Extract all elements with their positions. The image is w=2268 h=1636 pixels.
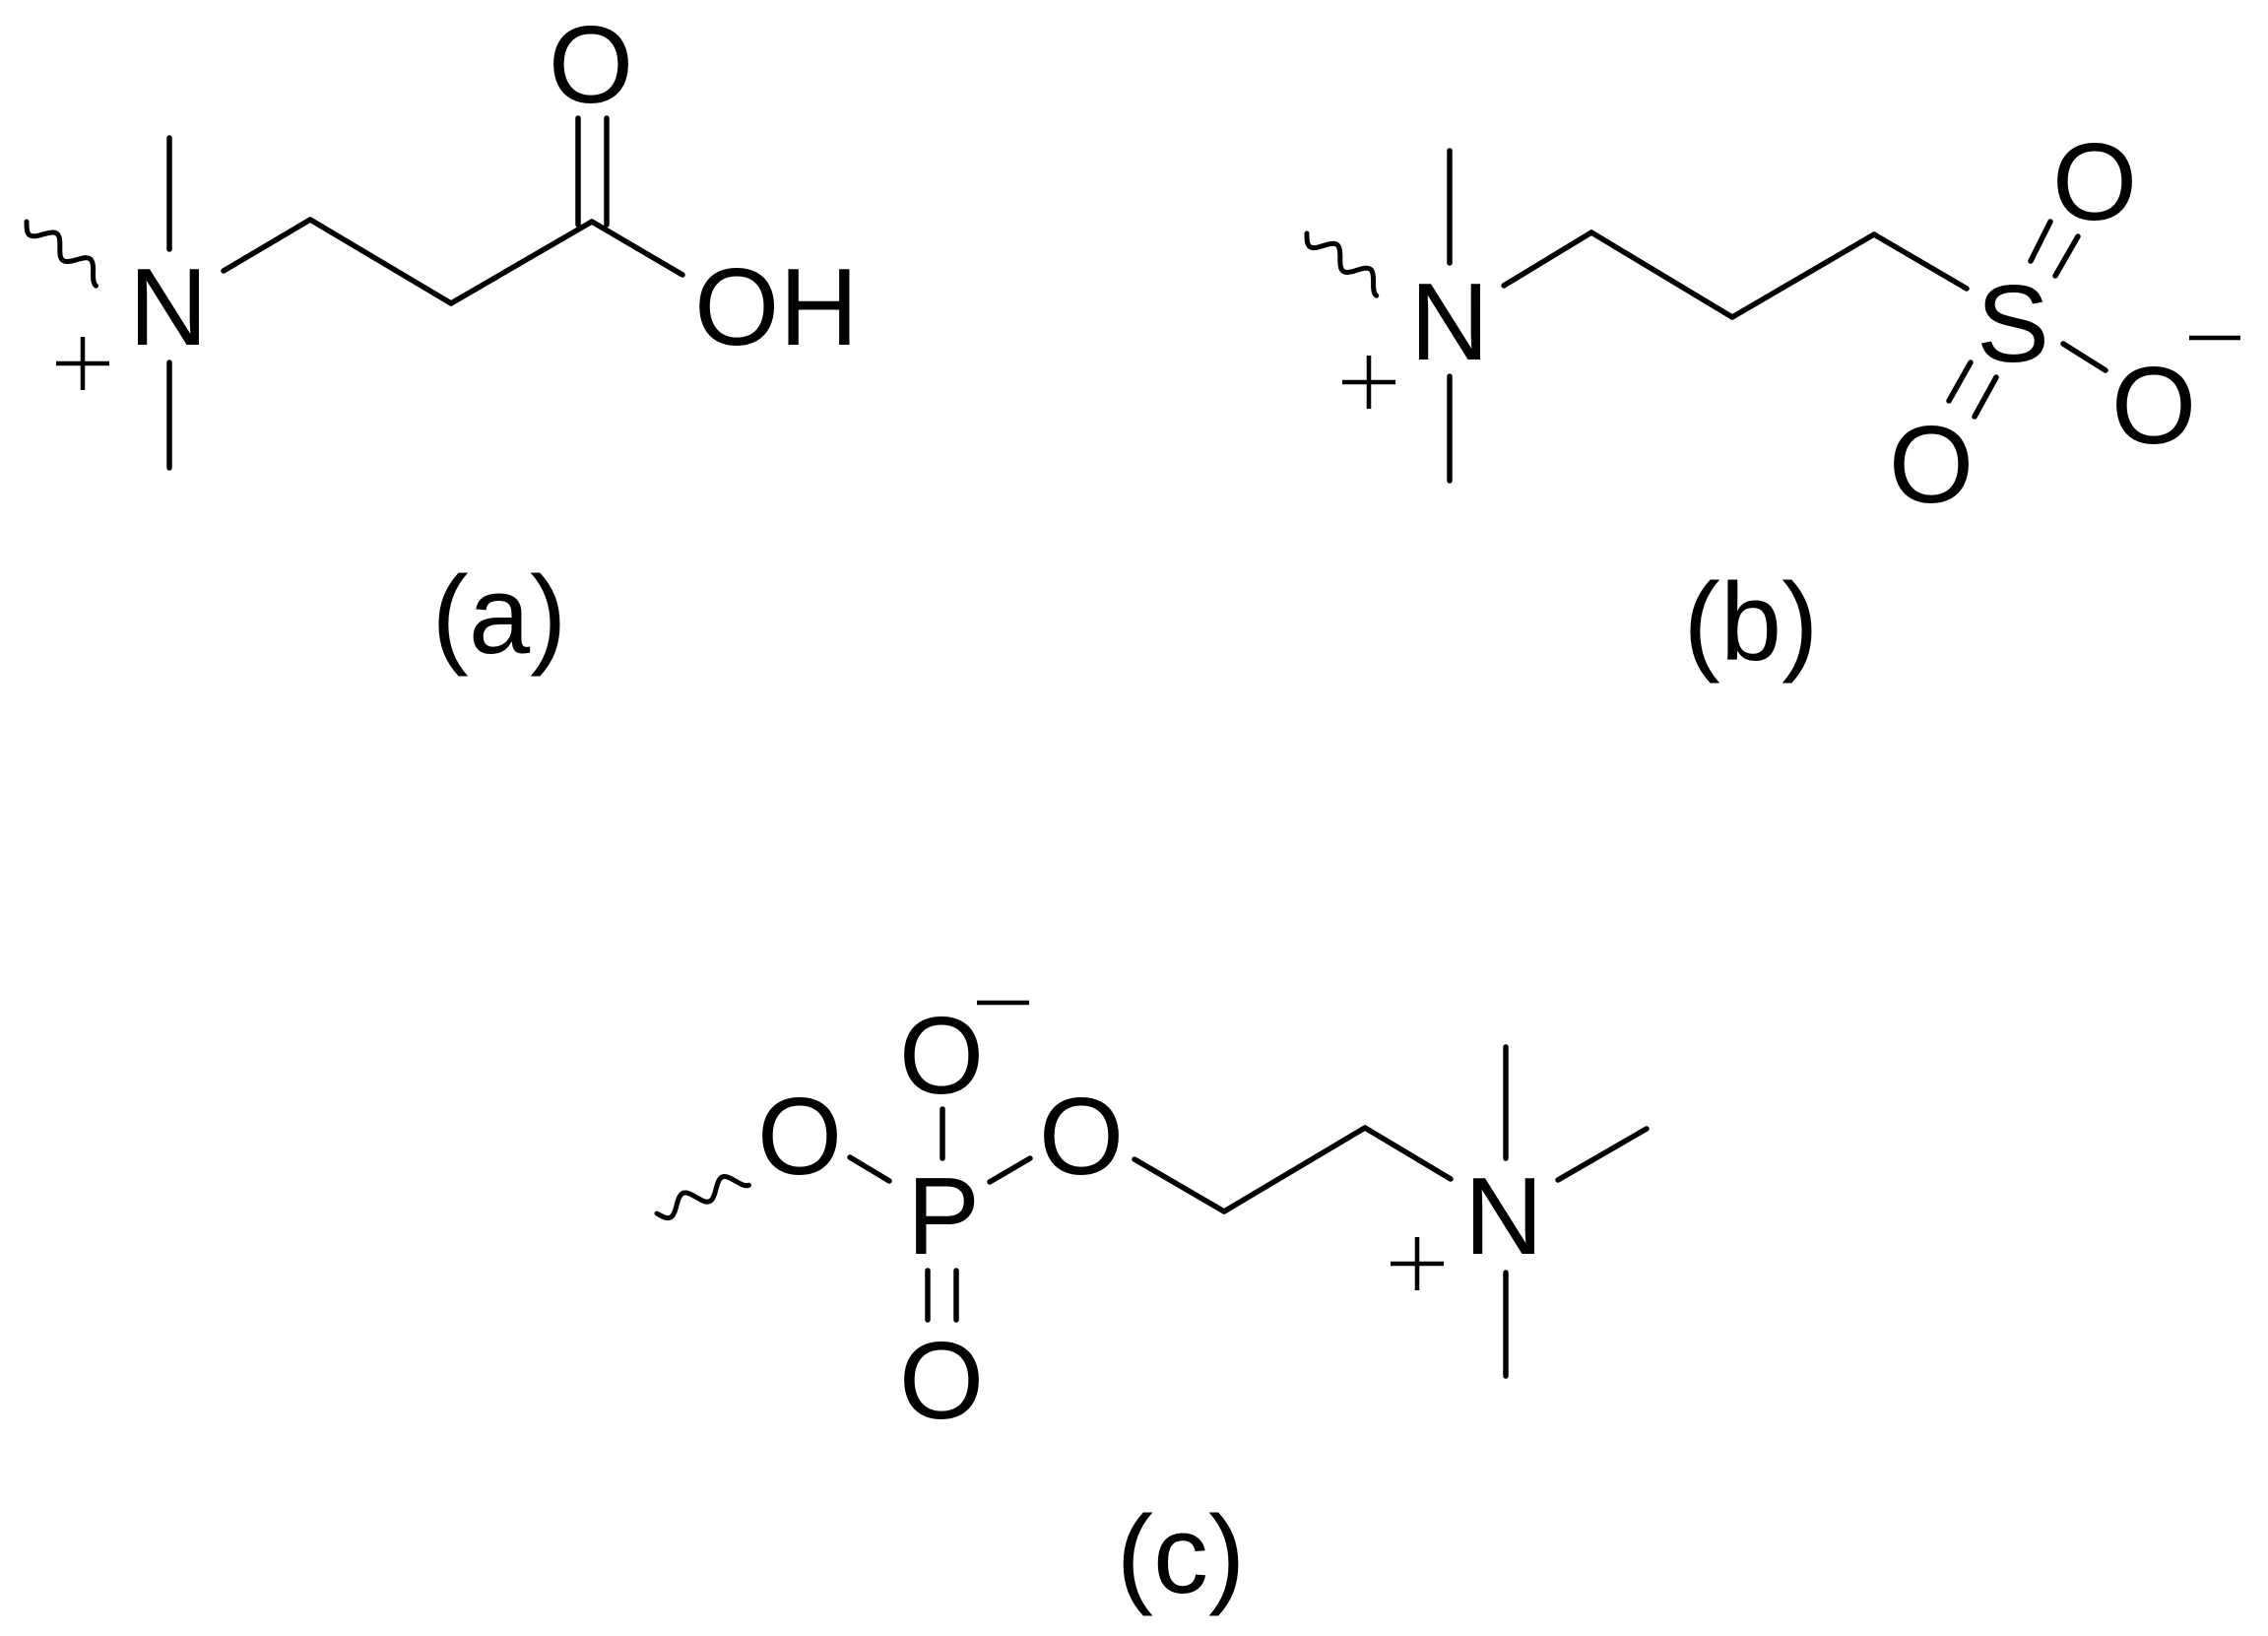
plus-charge-icon <box>56 337 109 390</box>
wavy-attachment-bond-icon <box>1304 230 1380 298</box>
formal-charges <box>1342 335 2240 409</box>
panel-label-a: (a) <box>432 554 567 677</box>
atom-carbonyl-oxygen: O <box>549 4 633 126</box>
atom-nitrogen: N <box>1464 1155 1543 1277</box>
bond-line <box>1132 1156 1227 1214</box>
bond-line <box>307 217 454 306</box>
bond-lines <box>166 115 685 471</box>
wavy-attachment-bond-icon <box>654 1173 751 1221</box>
bond-line <box>1501 229 1594 289</box>
atom-oxygen-bottom: O <box>899 1320 984 1442</box>
panel-label-b: (b) <box>1684 560 1819 684</box>
panel-label-c: (c) <box>1117 1493 1246 1616</box>
formal-charges <box>977 1000 1444 1290</box>
bond-line <box>221 217 313 274</box>
atom-hydroxyl: OH <box>694 246 859 368</box>
atom-nitrogen: N <box>1410 261 1489 383</box>
bond-line <box>847 1154 892 1184</box>
bond-line <box>1588 229 1735 320</box>
bond-line <box>1362 1125 1454 1182</box>
bond-line <box>1729 231 1877 320</box>
atom-oxygen-bottom: O <box>1889 404 1974 526</box>
atom-oxygen-left: O <box>757 1076 842 1198</box>
bond-line <box>2028 219 2053 264</box>
wavy-attachment-bond-icon <box>24 219 98 289</box>
panel-c-phosphorylcholine: O O O P O N (c) <box>654 995 1650 1616</box>
bond-line <box>2052 233 2081 279</box>
bond-line <box>1946 360 1974 404</box>
bond-line <box>987 1155 1033 1185</box>
panel-b-sulfobetaine: N S O O O (b) <box>1304 121 2240 684</box>
atom-oxygen-right: O <box>1039 1076 1124 1198</box>
bond-line <box>448 219 595 306</box>
bond-line <box>1871 231 1970 292</box>
atom-nitrogen: N <box>129 246 208 368</box>
bond-lines <box>847 1044 1650 1379</box>
bond-line <box>1555 1126 1650 1183</box>
atom-phosphorus: P <box>907 1155 980 1277</box>
atom-sulfur: S <box>1976 263 2049 385</box>
plus-charge-icon <box>1391 1237 1444 1290</box>
bond-line <box>589 219 685 278</box>
plus-charge-icon <box>1342 356 1395 409</box>
bond-line <box>1972 374 1999 420</box>
bond-lines <box>1447 148 2108 484</box>
atom-oxygen-anion: O <box>899 995 984 1117</box>
atom-oxygen-top: O <box>2052 121 2137 243</box>
formal-charges <box>56 337 109 390</box>
bond-line <box>1221 1125 1368 1214</box>
bond-line <box>2060 341 2108 373</box>
panel-a-carboxybetaine: N O OH (a) <box>24 4 859 677</box>
atom-oxygen-anion: O <box>2111 345 2196 467</box>
